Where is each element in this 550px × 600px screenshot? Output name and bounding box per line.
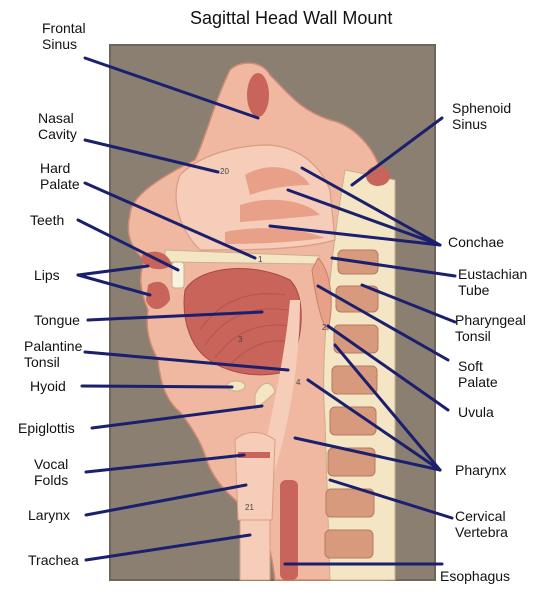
pharynx-airway (260, 300, 300, 470)
leader-pharynx-1 (333, 343, 442, 472)
leader-lines (76, 56, 457, 566)
leader-frontal-sinus (83, 56, 260, 120)
label-sphenoid-sinus: Sphenoid Sinus (452, 100, 512, 132)
leader-lips-upper (76, 264, 150, 277)
leader-sphenoid-sinus (350, 116, 444, 187)
label-vocal-folds: Vocal Folds (34, 456, 69, 488)
trachea-shape (239, 519, 271, 581)
model-number-3: 3 (238, 335, 243, 344)
label-uvula: Uvula (458, 404, 494, 420)
leader-larynx (84, 483, 248, 517)
leader-teeth (76, 218, 180, 272)
teeth-shape (171, 261, 185, 289)
model-number-20: 20 (220, 167, 229, 176)
leader-palatine-tonsil (83, 350, 290, 372)
label-cervical-vertebra: Cervical Vertebra (455, 508, 508, 540)
label-hard-palate: Hard Palate (40, 160, 80, 192)
label-epiglottis: Epiglottis (18, 420, 75, 436)
label-soft-palate: Soft Palate (458, 358, 498, 390)
label-tongue: Tongue (34, 312, 80, 328)
vertebra-5 (329, 406, 377, 436)
tongue-striations (199, 293, 293, 366)
leader-conchae-lower (268, 224, 442, 247)
lower-lip-shape (146, 281, 170, 309)
label-nasal-cavity: Nasal Cavity (38, 110, 77, 142)
frontal-sinus-shape (247, 73, 269, 117)
diagram-title: Sagittal Head Wall Mount (190, 8, 393, 28)
leader-trachea (84, 533, 252, 562)
concha-lower (225, 228, 325, 244)
vertebra-6 (327, 447, 376, 477)
label-pharynx: Pharynx (455, 462, 507, 478)
leader-lips-lower (76, 273, 152, 297)
vertebra-8 (324, 529, 374, 559)
leader-nasal-cavity (83, 138, 220, 174)
leader-pharynx-3 (293, 436, 442, 472)
vertebra-3 (333, 324, 379, 354)
label-teeth: Teeth (30, 212, 65, 228)
vocal-folds-shape (238, 452, 270, 458)
leader-pharyngeal-tonsil (360, 283, 457, 324)
label-lips: Lips (34, 267, 60, 283)
label-pharyngeal-tonsil: Pharyngeal Tonsil (455, 312, 526, 344)
leader-vocal-folds (84, 453, 246, 474)
model-number-21: 21 (245, 503, 254, 512)
leader-epiglottis (90, 404, 264, 430)
leader-hard-palate (83, 181, 257, 260)
vertebra-2 (335, 285, 379, 313)
label-conchae: Conchae (448, 234, 505, 250)
leader-pharynx-2 (306, 378, 442, 472)
label-hyoid: Hyoid (30, 378, 66, 394)
larynx-shape (234, 432, 276, 521)
label-eustachian-tube: Eustachian Tube (458, 266, 528, 298)
label-trachea: Trachea (28, 552, 79, 568)
vertebra-7 (325, 488, 375, 518)
leader-conchae-upper (300, 166, 442, 247)
label-larynx: Larynx (28, 507, 71, 523)
leader-hyoid (80, 384, 234, 389)
esophagus-shape (280, 480, 298, 580)
leader-conchae-middle (286, 188, 442, 247)
concha-upper (245, 167, 310, 195)
concha-middle (240, 199, 320, 222)
label-esophagus: Esophagus (440, 568, 511, 584)
leader-uvula (326, 324, 450, 412)
label-frontal-sinus: Frontal Sinus (42, 20, 86, 52)
leader-tongue (86, 310, 264, 322)
sphenoid-sinus-shape (366, 166, 390, 186)
leader-cervical-vertebra (328, 478, 454, 520)
label-palatine-tonsil: Palantine Tonsil (24, 338, 83, 370)
leader-soft-palate (316, 284, 450, 362)
model-number-1: 1 (258, 255, 263, 264)
model-number-4: 4 (296, 378, 301, 387)
model-number-2: 2 (322, 323, 327, 332)
leader-eustachian-tube (330, 256, 457, 278)
soft-palate-shape (311, 257, 332, 331)
